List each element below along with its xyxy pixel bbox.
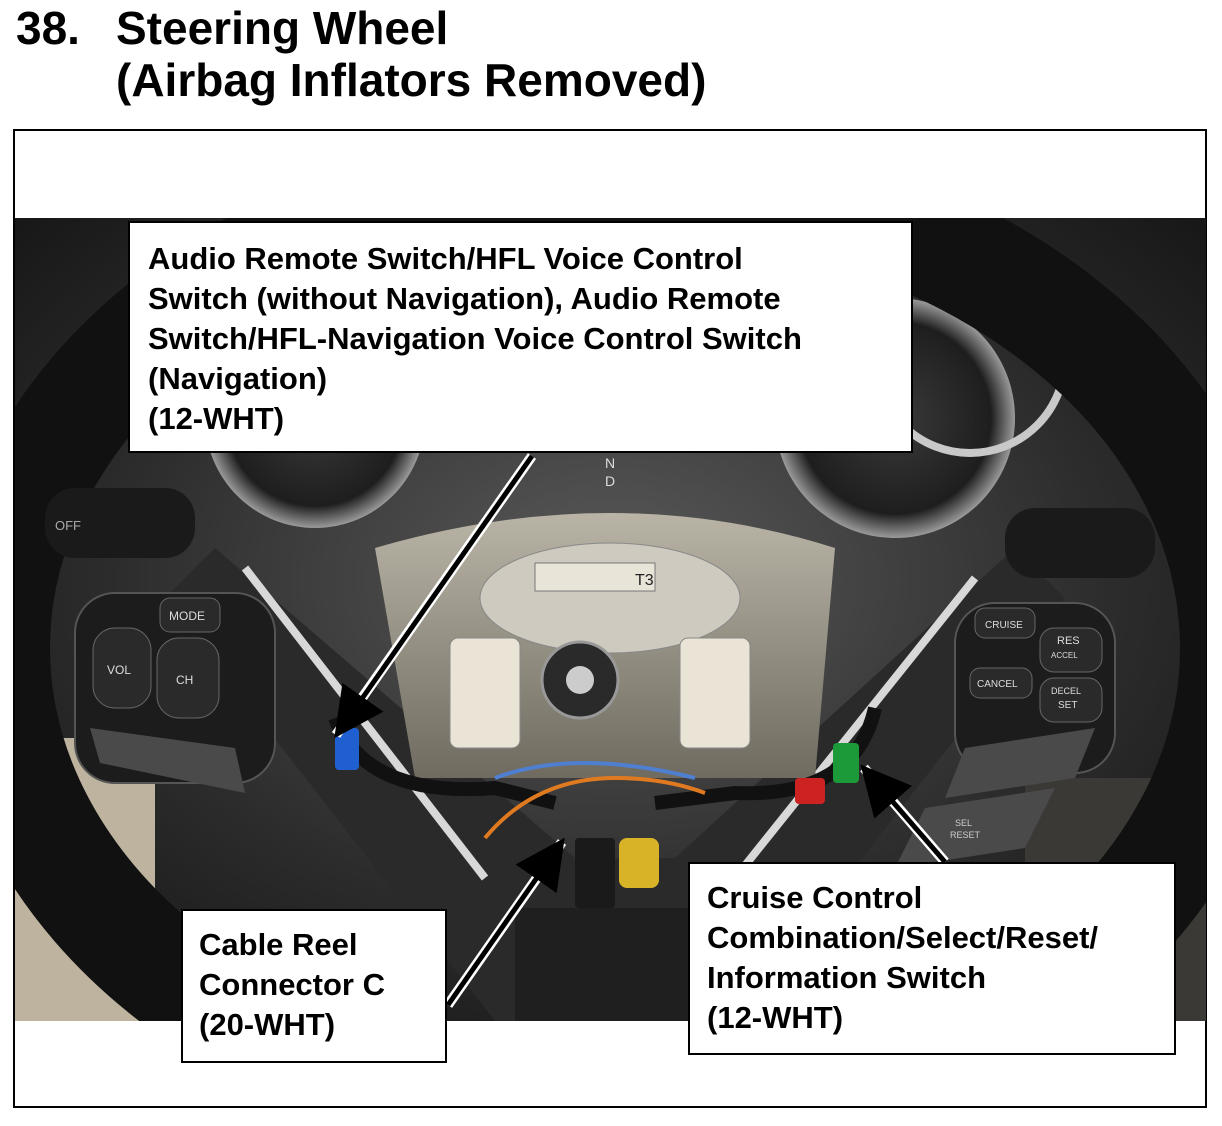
figure-title: Steering Wheel [116, 2, 449, 54]
channel-rocker [156, 637, 220, 719]
callout-line: Switch/HFL-Navigation Voice Control Swit… [148, 321, 802, 356]
ch-label: CH [176, 673, 193, 687]
cruise-label: CRUISE [985, 620, 1023, 631]
cancel-label: CANCEL [977, 679, 1018, 690]
decel-label: DECEL [1051, 686, 1081, 696]
right-switch-pad: CRUISE RES ACCEL CANCEL DECEL SET SEL RE… [895, 602, 1116, 868]
multicolor-wires [494, 761, 696, 780]
talk-button [90, 728, 245, 793]
orange-wires [483, 775, 706, 840]
decel-set-button [1039, 677, 1103, 723]
sel-label: SEL [955, 818, 972, 828]
airbag-tag: T3 [635, 572, 654, 589]
accel-label: ACCEL [1051, 651, 1078, 660]
wiper-stalk [1005, 508, 1155, 578]
callout-line: Combination/Select/Reset/ [707, 920, 1099, 955]
steering-column [515, 908, 705, 1021]
callout-cable-reel-connector: Cable Reel Connector C (20-WHT) [181, 909, 447, 1063]
left-switch-pad: MODE VOL CH [74, 592, 276, 793]
red-connector [795, 778, 825, 804]
volume-rocker [92, 627, 152, 709]
reset-label: RESET [950, 830, 981, 840]
callout-line: Cable Reel [199, 927, 358, 962]
set-label: SET [1058, 700, 1077, 711]
cancel-button [969, 667, 1033, 699]
yellow-connector [619, 838, 659, 888]
airbag-label-sticker [534, 562, 656, 592]
callout-line: (Navigation) [148, 361, 328, 396]
callout-line: Information Switch [707, 960, 986, 995]
cruise-button [974, 607, 1036, 639]
light-stalk: OFF [45, 488, 195, 558]
res-label: RES [1057, 635, 1080, 647]
callout-line: Cruise Control [707, 880, 923, 915]
mode-button [159, 597, 221, 633]
res-accel-button [1039, 627, 1103, 673]
cable-reel-connector [575, 838, 615, 908]
callout-cruise-control-switch: Cruise Control Combination/Select/Reset/… [688, 862, 1176, 1055]
blue-connector [335, 728, 359, 770]
green-connector [833, 743, 859, 783]
steering-hub: T3 [375, 513, 835, 778]
off-label: OFF [55, 518, 81, 533]
right-connector [679, 637, 751, 749]
figure-subtitle: (Airbag Inflators Removed) [116, 54, 707, 106]
vol-label: VOL [107, 663, 131, 677]
mode-label: MODE [169, 609, 205, 623]
gear-indicator-d: D [605, 473, 615, 489]
callout-line: (12-WHT) [707, 1000, 844, 1035]
figure-number: 38. [16, 2, 80, 54]
info-button [945, 728, 1095, 798]
left-connector [449, 637, 521, 749]
gear-indicator-n: N [605, 455, 615, 471]
silver-trim-right [731, 575, 979, 881]
callout-audio-remote-switch: Audio Remote Switch/HFL Voice Control Sw… [128, 221, 913, 453]
callout-line: Audio Remote Switch/HFL Voice Control [148, 241, 743, 276]
callout-line: Switch (without Navigation), Audio Remot… [148, 281, 781, 316]
callout-line: Connector C [199, 967, 385, 1002]
wire-harness-right [654, 706, 882, 810]
callout-line: (12-WHT) [148, 401, 285, 436]
callout-line: (20-WHT) [199, 1007, 336, 1042]
